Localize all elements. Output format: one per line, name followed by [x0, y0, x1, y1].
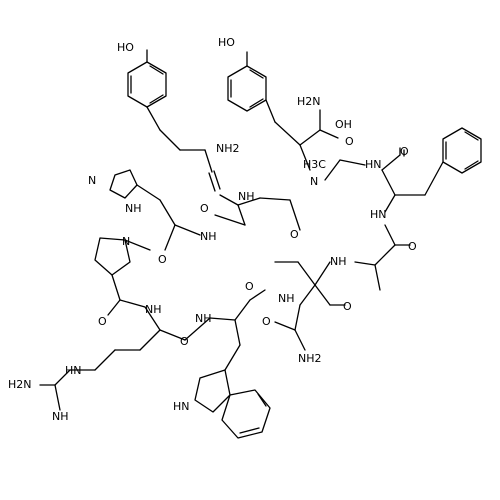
n-his-ring-label: N — [88, 174, 96, 187]
h2n-guan-label: H2N — [8, 378, 32, 391]
ho-label-right: HO — [218, 36, 235, 49]
alanine — [354, 224, 411, 291]
tryptophan — [184, 289, 271, 439]
nh-tyr-label: NH — [238, 190, 255, 203]
o-arg-label: O — [180, 335, 189, 348]
o-ala-label: O — [408, 240, 417, 253]
proline — [94, 237, 151, 316]
arginine — [39, 306, 186, 411]
h2n-amide-label: H2N — [297, 95, 321, 108]
n-methyl-label: N — [310, 175, 318, 188]
phenyl-ring — [442, 127, 482, 174]
o-acid-label: O — [345, 135, 354, 148]
nh-ala-label: NH — [330, 255, 347, 268]
phenylalanine — [324, 127, 482, 213]
hn-indole-label: HN — [173, 400, 190, 413]
ho-label-left: HO — [117, 41, 134, 54]
nh-trp-label: NH — [195, 312, 212, 325]
pyrrolidine-ring — [94, 237, 131, 276]
o-trp-label: O — [245, 280, 254, 293]
nh-arg-label: NH — [145, 303, 162, 316]
hn-ala-label: HN — [370, 208, 387, 221]
o-his-label: O — [158, 253, 167, 266]
nh2-asn-label: NH2 — [298, 352, 322, 365]
benzo-ring — [221, 389, 271, 439]
hn-guan-label: HN — [65, 364, 82, 377]
phenol-ring-right — [227, 65, 267, 112]
pyrrole-ring — [194, 369, 231, 413]
tyrosine-left — [127, 49, 221, 192]
nh-his-ring-label: NH — [125, 202, 142, 215]
o-asp-label: O — [200, 202, 209, 215]
nh-guan-label: NH — [52, 410, 69, 423]
o-asn-label: O — [343, 300, 352, 313]
backbone-tyr-asp — [214, 194, 301, 231]
hn-phe-label: HN — [365, 158, 382, 171]
o-pro-label: O — [98, 315, 107, 328]
o-phe-label: O — [400, 145, 409, 158]
o-tyr-label: O — [290, 228, 299, 241]
tyrosine-right — [227, 51, 339, 171]
o-asn-side-label: O — [262, 315, 271, 328]
nh2-amine-label: NH2 — [216, 142, 240, 155]
nh-his-label: NH — [200, 230, 217, 243]
histidine — [109, 169, 201, 251]
imidazole-ring — [109, 169, 138, 199]
n-pro-label: N — [122, 235, 130, 248]
asparagine — [274, 261, 346, 351]
oh-acid-label: OH — [335, 118, 352, 131]
h3c-label: H3C — [303, 158, 326, 171]
nh-asn-label: NH — [278, 292, 295, 305]
phenol-ring-left — [127, 61, 167, 108]
